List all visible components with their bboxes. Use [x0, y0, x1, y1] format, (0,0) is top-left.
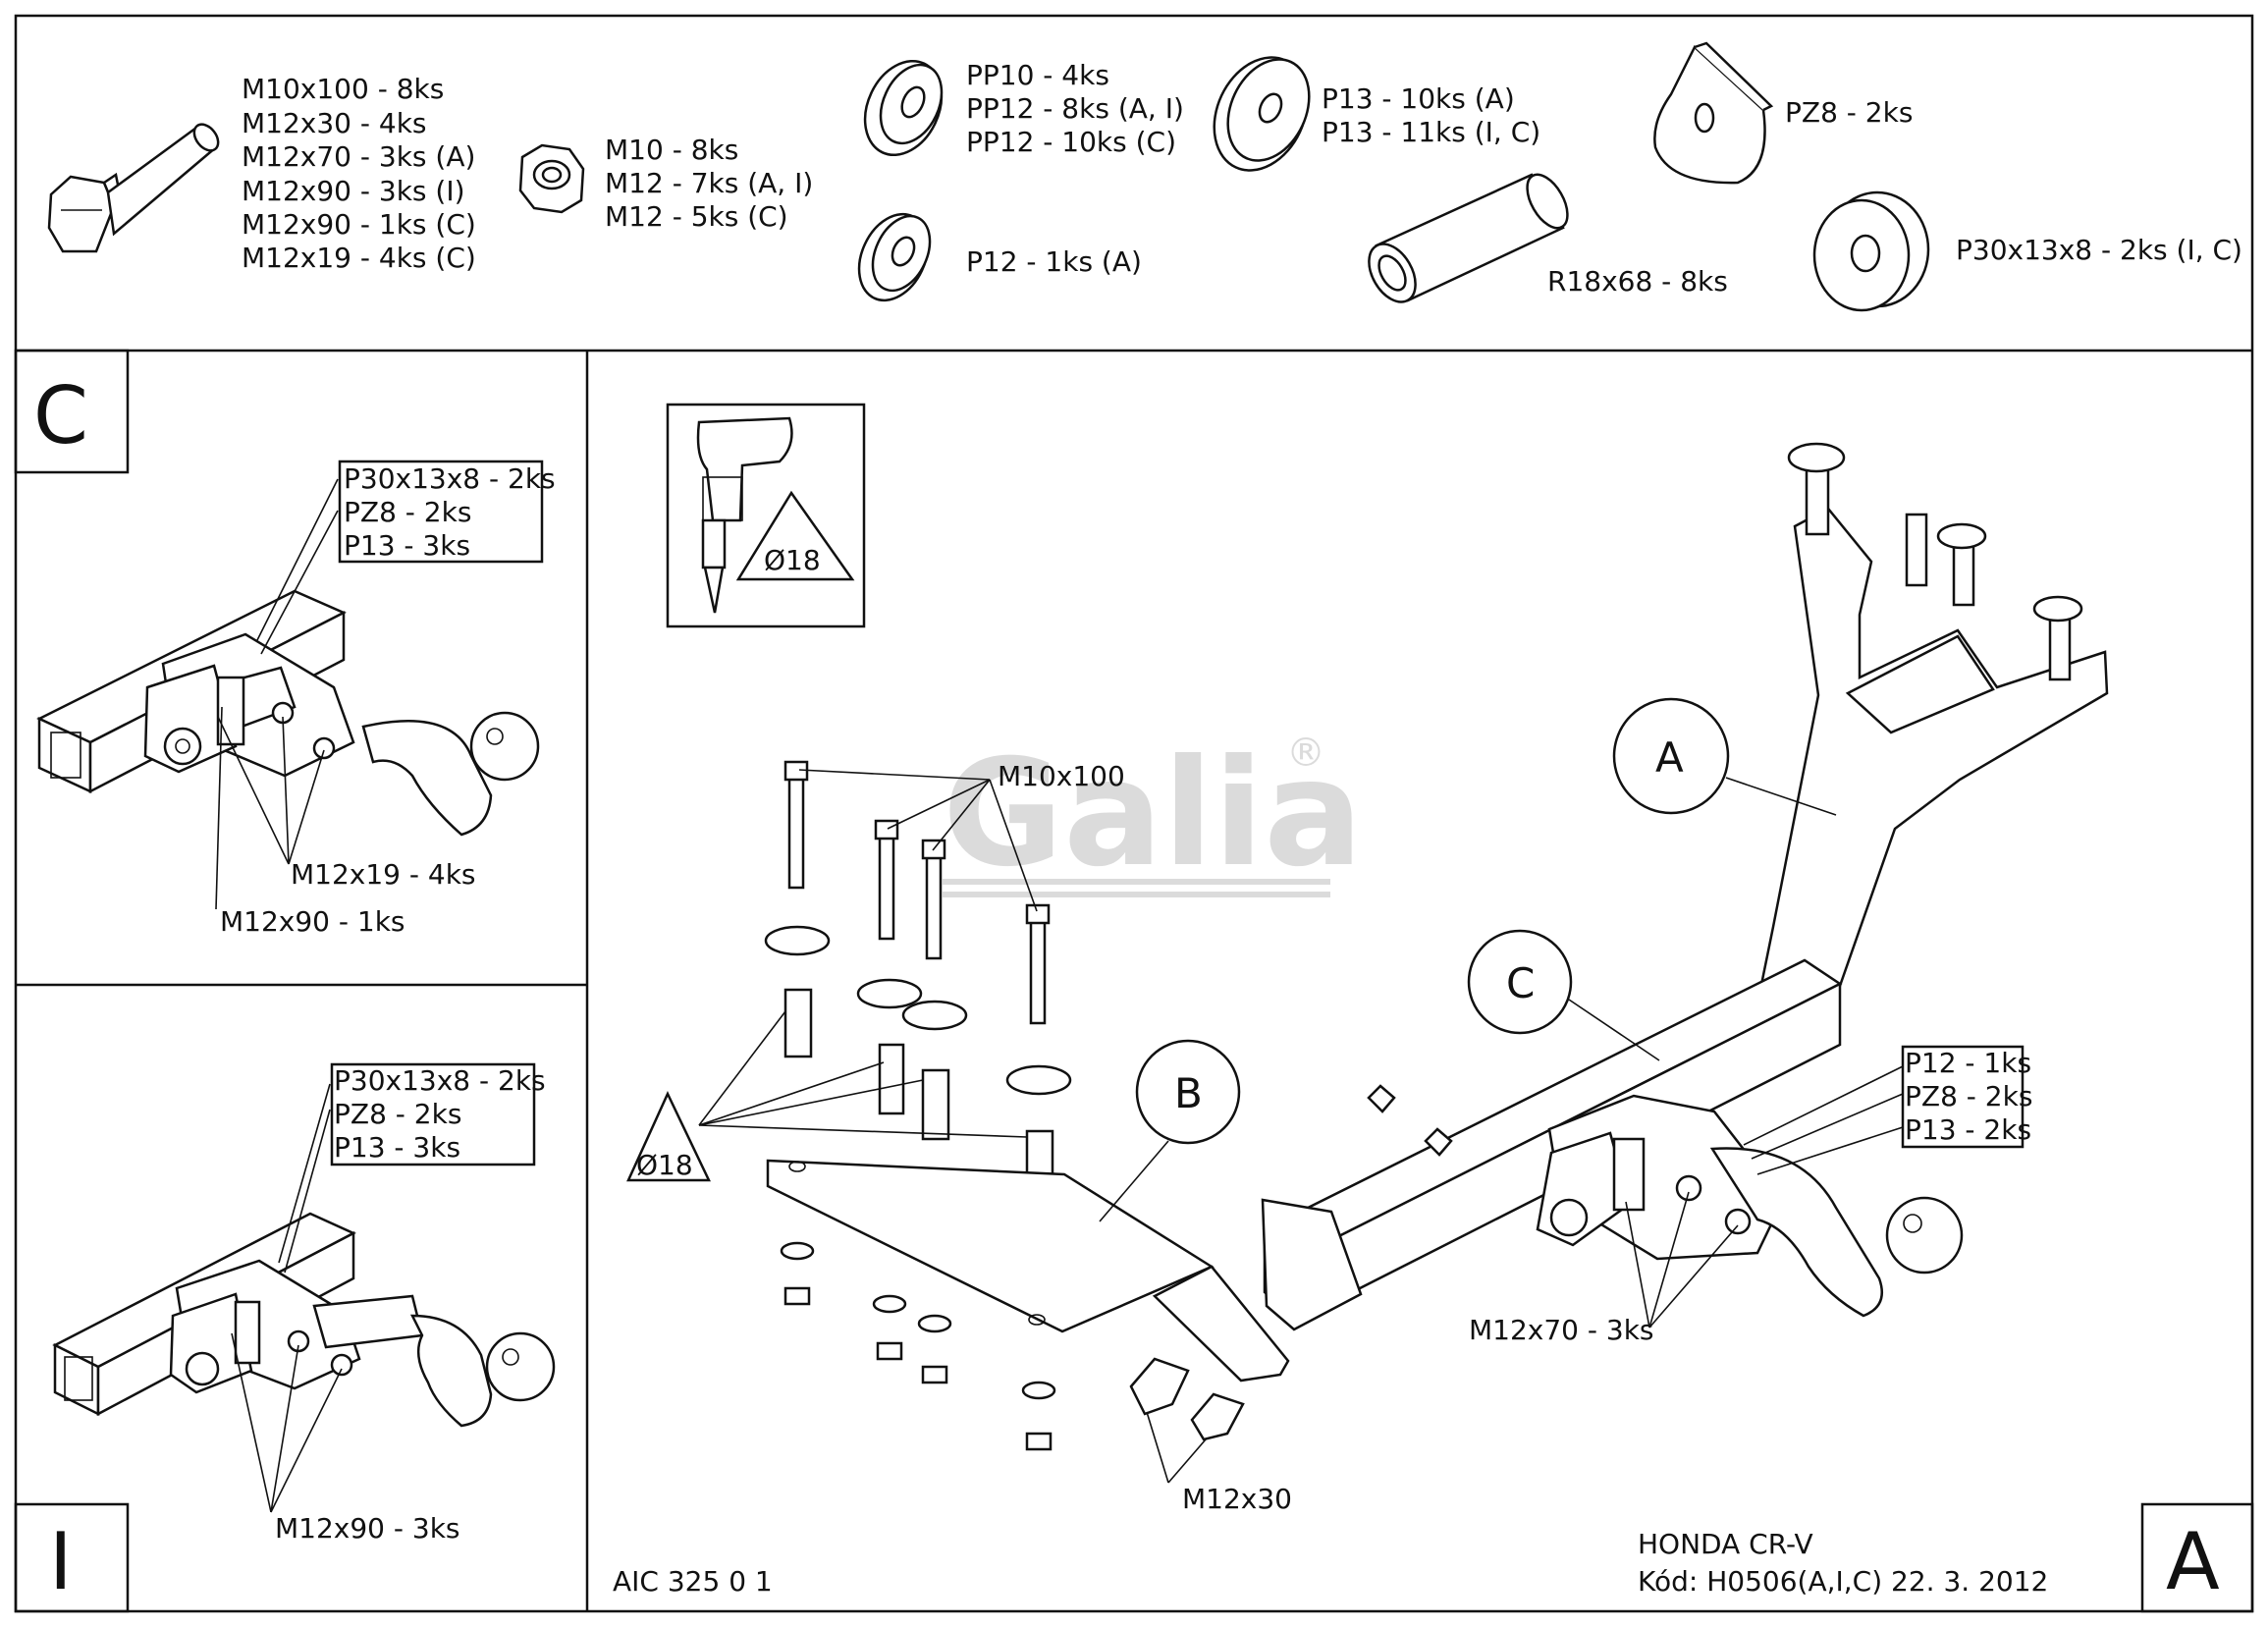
- bolt-list-line: M12x70 - 3ks (A): [242, 140, 475, 173]
- spacer-label: R18x68 - 8ks: [1547, 265, 1728, 298]
- hardware-box-line: PZ8 - 2ks: [1905, 1080, 2032, 1112]
- drawing-frame: [14, 14, 2254, 1613]
- callout-c-letter: C: [1506, 959, 1535, 1007]
- washer-pp-icon: [863, 59, 944, 157]
- panel-box-line: PZ8 - 2ks: [334, 1098, 461, 1130]
- hardware-box-line: P12 - 1ks: [1905, 1047, 2031, 1079]
- pp-washer-list-line: PP12 - 10ks (C): [966, 126, 1176, 158]
- p30-washer-icon: [1812, 190, 1930, 312]
- panel-box-line: P30x13x8 - 2ks: [334, 1064, 546, 1097]
- callout-c-circle: [1467, 929, 1573, 1035]
- callout-a-circle: [1612, 697, 1730, 815]
- bolt-list-line: M12x90 - 3ks (I): [242, 175, 465, 207]
- callout-b-circle: [1135, 1039, 1241, 1145]
- washer-p13-icon: [1213, 56, 1311, 172]
- panel-letter: I: [49, 1516, 73, 1607]
- pp-washer-list-line: PP10 - 4ks: [966, 59, 1109, 91]
- bolt-m12x19-label: M12x19 - 4ks: [291, 858, 476, 891]
- bolt-list-line: M12x19 - 4ks (C): [242, 242, 476, 274]
- towbar-c-illustration: [36, 478, 540, 910]
- panel-box-line: P13 - 3ks: [334, 1131, 460, 1164]
- nut-list-line: M10 - 8ks: [605, 134, 738, 166]
- p12-washer-label: P12 - 1ks (A): [966, 245, 1142, 278]
- m12x30-bolts: [1129, 1357, 1245, 1484]
- panel-box-line: PZ8 - 2ks: [344, 496, 471, 528]
- panel-variant-c: C P30x13x8 - 2ks PZ8 - 2ks P13 - 3ks: [14, 349, 556, 938]
- pz8-plate-icon: [1653, 41, 1774, 185]
- brand-mark: ®: [1286, 731, 1325, 776]
- galia-watermark: Galia ®: [943, 729, 1363, 899]
- nut-list-line: M12 - 7ks (A, I): [605, 167, 813, 199]
- p30-label: P30x13x8 - 2ks (I, C): [1956, 234, 2242, 266]
- bolt-m12x30-label: M12x30: [1182, 1483, 1292, 1515]
- brand-logo-text: Galia: [943, 729, 1363, 899]
- product-code-date: Kód: H0506(A,I,C) 22. 3. 2012: [1638, 1565, 2048, 1598]
- towbar-a-assembly: [1261, 442, 2109, 1331]
- panel-variant-i: I P30x13x8 - 2ks PZ8 - 2ks P13 - 3ks: [14, 1062, 556, 1613]
- bolt-m12x70-label: M12x70 - 3ks: [1469, 1314, 1654, 1346]
- panel-box-line: P13 - 3ks: [344, 529, 470, 562]
- vehicle-name: HONDA CR-V: [1638, 1528, 1813, 1560]
- drill-symbol: [666, 403, 866, 628]
- parts-list: M10x100 - 8ks M12x30 - 4ks M12x70 - 3ks …: [47, 41, 2242, 312]
- pp-washer-list-line: PP12 - 8ks (A, I): [966, 92, 1184, 125]
- bolt-icon: [47, 123, 220, 253]
- spacer-tube-icon: [1368, 173, 1569, 303]
- panel-letter: C: [33, 370, 88, 461]
- drawing-code: AIC 325 0 1: [613, 1565, 773, 1598]
- bracket-b-hardware: [626, 760, 1290, 1451]
- main-assembly-view: Ø18 Galia ®: [626, 403, 2109, 1515]
- bolt-m12x90-label: M12x90 - 3ks: [275, 1512, 460, 1545]
- callout-a-letter: A: [1655, 733, 1684, 782]
- panel-box-line: P30x13x8 - 2ks: [344, 462, 556, 495]
- washer-p12-icon: [857, 212, 932, 302]
- callout-b-letter: B: [1174, 1069, 1203, 1117]
- towbar-i-illustration: [52, 1083, 556, 1513]
- nut-icon: [518, 143, 585, 214]
- p13-washer-list-line: P13 - 11ks (I, C): [1322, 116, 1540, 148]
- drill-diameter-label: Ø18: [764, 544, 821, 576]
- p13-washer-list-line: P13 - 10ks (A): [1322, 82, 1515, 115]
- variant-letter: A: [2166, 1516, 2220, 1607]
- drill-diameter-label-2: Ø18: [636, 1149, 693, 1181]
- bolt-m12x90-label: M12x90 - 1ks: [220, 905, 405, 938]
- hardware-box-line: P13 - 2ks: [1905, 1113, 2031, 1146]
- nut-list-line: M12 - 5ks (C): [605, 200, 788, 233]
- bolt-list-line: M12x90 - 1ks (C): [242, 208, 476, 241]
- bolt-m10x100-label: M10x100: [998, 760, 1125, 792]
- pz8-label: PZ8 - 2ks: [1785, 96, 1913, 129]
- bolt-list-line: M10x100 - 8ks: [242, 73, 444, 105]
- bolt-list-line: M12x30 - 4ks: [242, 107, 427, 139]
- title-block: AIC 325 0 1 HONDA CR-V Kód: H0506(A,I,C)…: [613, 1502, 2254, 1613]
